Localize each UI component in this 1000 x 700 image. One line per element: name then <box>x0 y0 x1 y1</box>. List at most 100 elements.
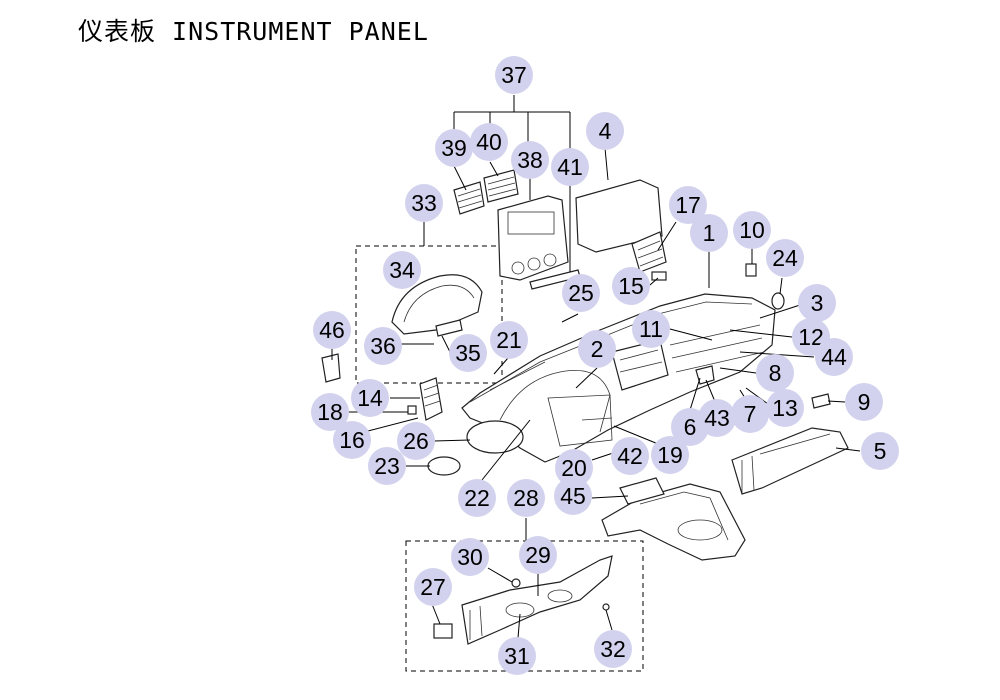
callout-29: 29 <box>519 536 557 574</box>
svg-text:29: 29 <box>525 542 551 568</box>
callout-13: 13 <box>766 389 804 427</box>
svg-text:22: 22 <box>464 485 490 511</box>
callout-24: 24 <box>766 239 804 277</box>
svg-text:44: 44 <box>821 344 847 370</box>
svg-text:6: 6 <box>684 414 697 440</box>
callout-15: 15 <box>612 267 650 305</box>
svg-text:9: 9 <box>858 389 871 415</box>
part-10 <box>745 263 757 277</box>
callout-20: 20 <box>555 449 593 487</box>
svg-text:27: 27 <box>420 574 446 600</box>
svg-text:1: 1 <box>703 220 716 246</box>
svg-text:7: 7 <box>744 401 757 427</box>
callout-35: 35 <box>449 334 487 372</box>
svg-text:19: 19 <box>657 442 683 468</box>
svg-text:45: 45 <box>560 483 586 509</box>
svg-text:16: 16 <box>339 427 365 453</box>
callout-26: 26 <box>397 422 435 460</box>
leader-lines <box>331 95 861 639</box>
svg-text:38: 38 <box>517 147 543 173</box>
diagram-title: 仪表板 INSTRUMENT PANEL <box>78 17 429 46</box>
svg-text:20: 20 <box>561 455 587 481</box>
svg-text:39: 39 <box>441 135 467 161</box>
callout-45: 45 <box>554 477 592 515</box>
callout-44: 44 <box>815 338 853 376</box>
svg-text:42: 42 <box>617 443 643 469</box>
svg-text:2: 2 <box>591 336 604 362</box>
callout-32: 32 <box>594 630 632 668</box>
svg-text:3: 3 <box>811 290 824 316</box>
upper-cover-panel <box>575 179 663 253</box>
svg-text:41: 41 <box>557 154 583 180</box>
svg-text:18: 18 <box>317 399 343 425</box>
svg-text:36: 36 <box>370 333 396 359</box>
callout-17: 17 <box>669 186 707 224</box>
bracket-46 <box>321 353 341 383</box>
callout-40: 40 <box>470 123 508 161</box>
callout-28: 28 <box>507 479 545 517</box>
callout-43: 43 <box>698 399 736 437</box>
glove-box <box>731 427 849 495</box>
callout-7: 7 <box>731 395 769 433</box>
callout-46: 46 <box>313 311 351 349</box>
callout-21: 21 <box>490 321 528 359</box>
main-instrument-panel <box>461 293 776 463</box>
center-bezel <box>497 195 569 281</box>
part-24 <box>771 292 785 310</box>
callout-34: 34 <box>383 251 421 289</box>
callout-33: 33 <box>405 184 443 222</box>
svg-text:11: 11 <box>639 316 663 342</box>
part-9 <box>811 393 831 409</box>
callout-22: 22 <box>458 479 496 517</box>
center-console <box>601 477 746 561</box>
svg-text:31: 31 <box>504 643 530 669</box>
lower-trim-group-box <box>405 540 644 672</box>
svg-text:40: 40 <box>476 129 502 155</box>
callout-14: 14 <box>351 379 389 417</box>
callout-41: 41 <box>551 148 589 186</box>
svg-text:15: 15 <box>618 273 644 299</box>
callout-5: 5 <box>861 432 899 470</box>
svg-text:34: 34 <box>389 257 415 283</box>
callout-11: 11 <box>632 310 670 348</box>
part-43 <box>695 365 715 385</box>
callout-10: 10 <box>733 211 771 249</box>
svg-text:24: 24 <box>772 245 798 271</box>
svg-text:35: 35 <box>455 340 481 366</box>
svg-text:25: 25 <box>568 280 594 306</box>
callout-1: 1 <box>690 214 728 252</box>
callout-16: 16 <box>333 421 371 459</box>
callout-19: 19 <box>651 436 689 474</box>
callout-4: 4 <box>586 112 624 150</box>
callout-36: 36 <box>364 327 402 365</box>
callout-18: 18 <box>311 393 349 431</box>
svg-text:43: 43 <box>704 405 730 431</box>
svg-text:4: 4 <box>599 118 612 144</box>
svg-text:21: 21 <box>496 327 522 353</box>
cluster-hood <box>391 274 483 337</box>
callout-8: 8 <box>756 354 794 392</box>
callout-12: 12 <box>792 318 830 356</box>
svg-text:33: 33 <box>411 190 437 216</box>
svg-text:14: 14 <box>357 385 383 411</box>
callout-3: 3 <box>798 284 836 322</box>
svg-text:46: 46 <box>319 317 345 343</box>
callout-39: 39 <box>435 129 473 167</box>
callout-30: 30 <box>451 538 489 576</box>
svg-text:26: 26 <box>403 428 429 454</box>
lower-trim-panel <box>433 555 613 645</box>
callout-27: 27 <box>414 568 452 606</box>
left-side-vent <box>407 377 443 421</box>
callout-2: 2 <box>578 330 616 368</box>
svg-text:5: 5 <box>874 438 887 464</box>
svg-text:17: 17 <box>675 192 701 218</box>
side-vent <box>631 231 667 281</box>
callout-37: 37 <box>495 56 533 94</box>
svg-text:37: 37 <box>501 62 527 88</box>
svg-text:10: 10 <box>739 217 765 243</box>
callout-25: 25 <box>562 274 600 312</box>
svg-text:30: 30 <box>457 544 483 570</box>
callout-31: 31 <box>498 637 536 675</box>
callout-38: 38 <box>511 141 549 179</box>
